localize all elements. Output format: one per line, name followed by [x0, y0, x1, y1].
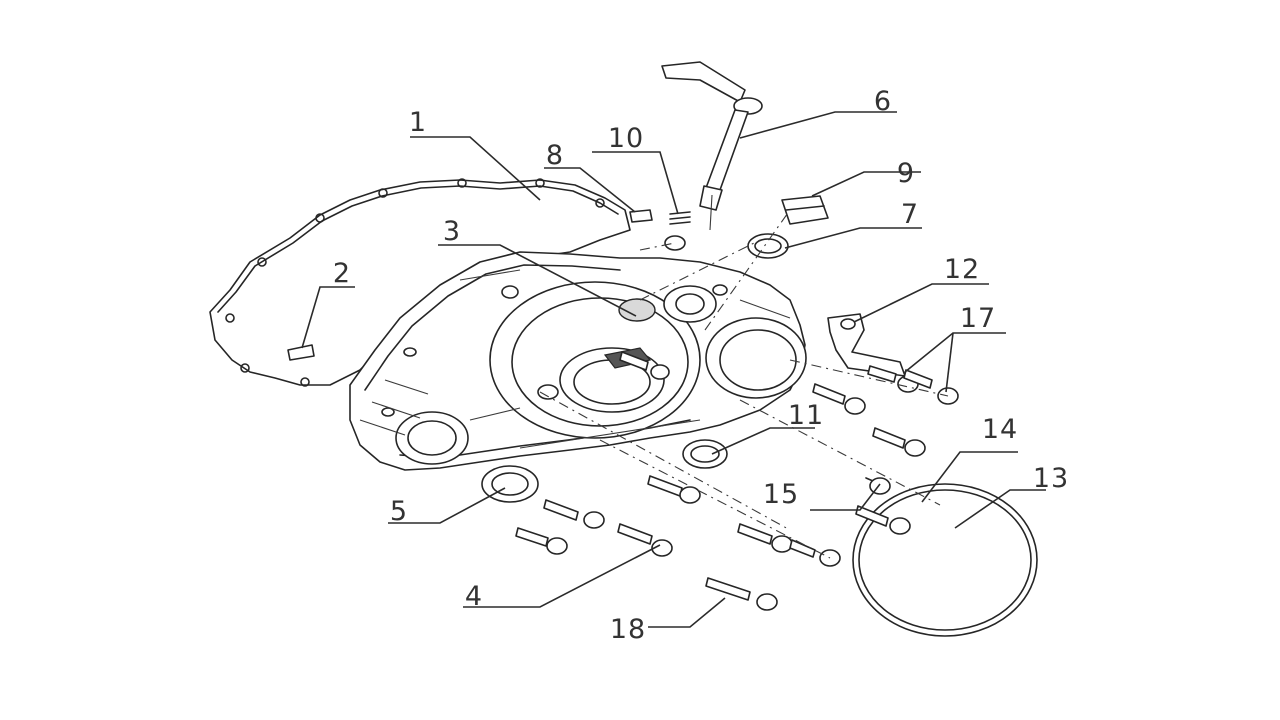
part-11-seal: [682, 439, 728, 469]
assembly-axes: [539, 209, 949, 559]
part-1-gasket: [209, 178, 631, 387]
part-7-o-ring: [747, 233, 789, 259]
crankcase-cover: [349, 251, 807, 471]
part-8-pin: [629, 209, 653, 223]
part-label-5: 5: [390, 496, 408, 527]
leader-lines: [301, 111, 1046, 628]
bolt: [619, 351, 670, 380]
part-9-plug: [781, 195, 829, 225]
part-label-14: 14: [982, 414, 1018, 445]
bolt: [812, 383, 866, 415]
part-label-2: 2: [333, 258, 351, 289]
part-label-4: 4: [465, 581, 483, 612]
part-labels: 1 2 3 4 5 6 7 8 9 10 11 12 13 14 15 17 1…: [333, 86, 1069, 645]
part-label-15: 15: [763, 479, 799, 510]
part-label-12: 12: [944, 254, 980, 285]
part-label-3: 3: [443, 216, 461, 247]
bolt: [872, 427, 926, 457]
bolt: [737, 523, 793, 553]
part-label-8: 8: [546, 140, 564, 171]
bolt: [515, 527, 568, 555]
bolts: [515, 351, 959, 611]
part-label-11: 11: [788, 400, 824, 431]
bolt: [903, 369, 959, 405]
bolt: [705, 577, 778, 611]
part-label-17: 17: [960, 303, 996, 334]
part-12-bracket: [827, 313, 906, 377]
part-label-13: 13: [1033, 463, 1069, 494]
part-2-dowel: [287, 344, 315, 361]
part-label-10: 10: [608, 123, 644, 154]
bolt: [543, 499, 605, 529]
part-label-6: 6: [874, 86, 892, 117]
part-label-1: 1: [409, 107, 427, 138]
bolt: [855, 505, 911, 535]
part-label-9: 9: [897, 158, 915, 189]
part-label-7: 7: [901, 199, 919, 230]
part-10-spring: [664, 211, 691, 251]
part-13-cap: [852, 483, 1038, 637]
bolt: [647, 475, 701, 504]
bolt: [789, 539, 841, 567]
part-label-18: 18: [610, 614, 646, 645]
part-6-shaft: [661, 61, 763, 231]
bolt: [617, 523, 673, 557]
